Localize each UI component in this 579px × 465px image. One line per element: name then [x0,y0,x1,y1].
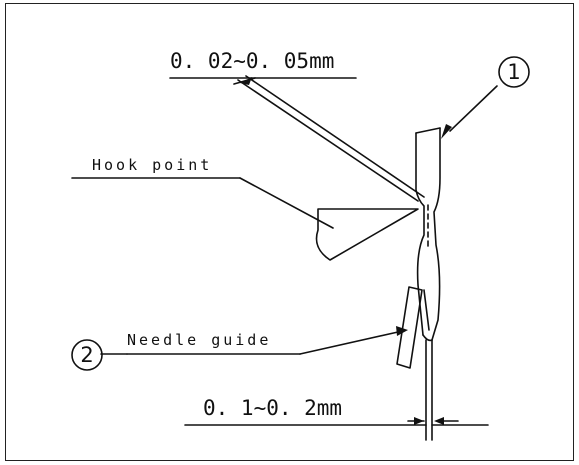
callout-1-arrowhead [441,124,452,139]
drawing-frame [5,3,574,461]
bottom-dimension-arrowhead-left [414,417,424,425]
needle-eye-groove [422,334,433,342]
hook-point-leader [239,177,334,229]
needle-outer-right [431,127,441,341]
hook-point-label: Hook point [92,156,213,174]
bottom-dimension-arrowhead-right [434,417,444,425]
needle-guide-inner [423,289,430,331]
needle-outer-left [415,132,425,336]
needle-guide-shape [396,286,423,369]
needle-guide-label: Needle guide [127,331,272,349]
gap-leader-line-b [245,75,425,198]
needle-guide-leader [299,331,399,355]
callout-2-number: 2 [80,343,94,367]
bottom-gap-dimension-label: 0. 1~0. 2mm [203,396,343,420]
gap-leader-line-a [237,79,419,202]
callout-2-circle [71,339,103,371]
callout-1-number: 1 [507,60,521,84]
needle-top [415,127,441,134]
callout-1-circle [498,56,530,88]
callout-1-leader [449,85,498,132]
needle-guide-arrowhead [396,326,408,336]
hook-body [315,208,419,261]
top-dimension-arrowhead [240,77,252,85]
top-gap-dimension-label: 0. 02~0. 05mm [170,49,335,73]
